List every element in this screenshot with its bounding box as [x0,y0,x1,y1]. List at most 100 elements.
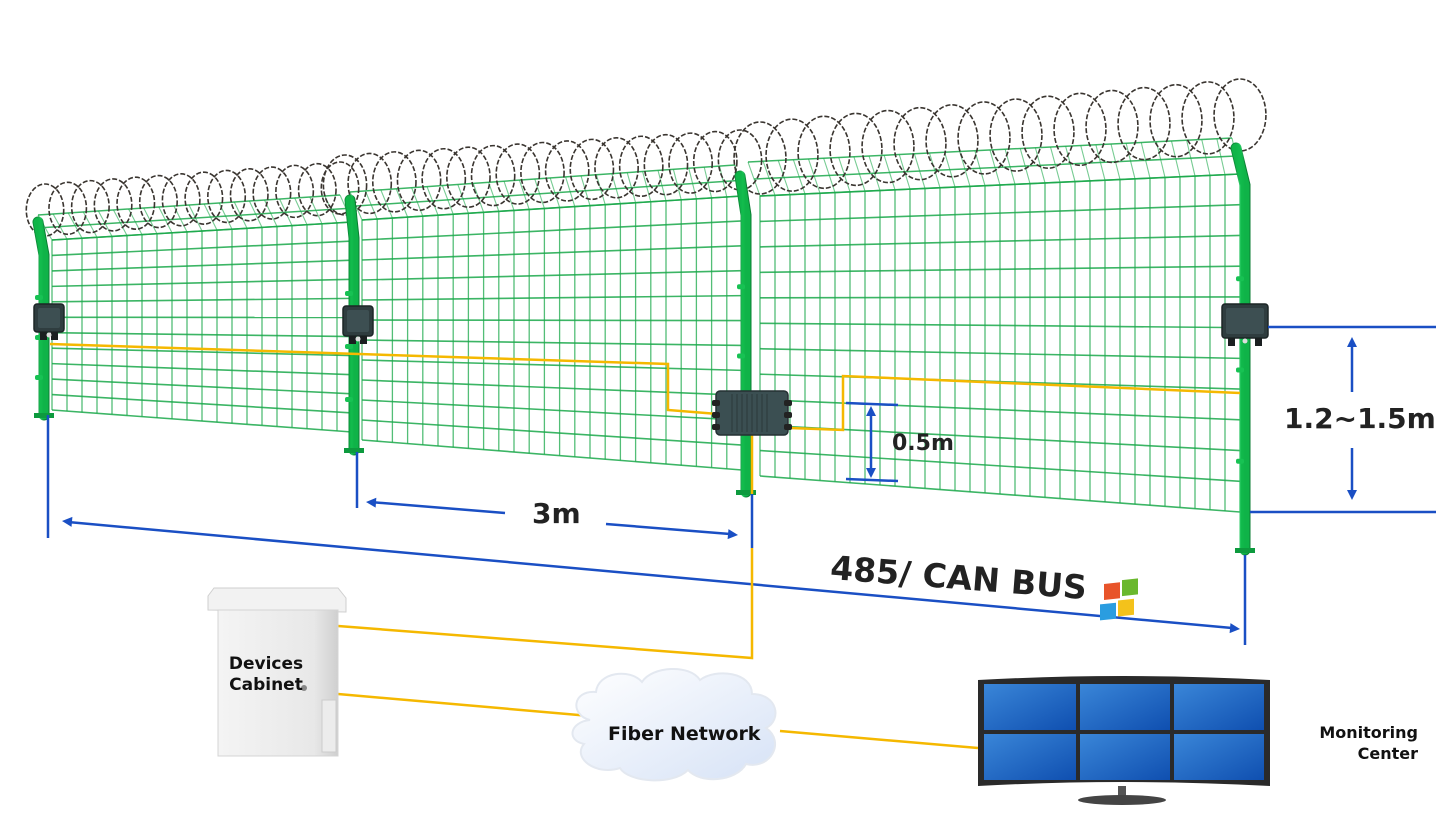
dimension-3m-left [370,502,505,513]
post-clip [1236,459,1244,464]
razor-wire-coil [1214,79,1266,151]
cable-gland [40,332,47,340]
mesh-horizontal [362,380,742,395]
razor-wire-coil [1150,85,1202,157]
screw [47,333,52,338]
video-wall-screen [984,684,1076,730]
post-shaft [1236,148,1245,550]
devices-cabinet-label: Devices Cabinet [226,654,306,696]
razor-wire-coil [1086,90,1138,162]
post-base [34,413,54,418]
video-wall-screen [1174,734,1264,780]
cable-offset-label: 0.5m [892,431,954,456]
post-clip [737,354,745,359]
logo-red [1104,582,1120,600]
span-length-label: 3m [532,497,581,530]
arrow-3m-right [728,529,738,539]
razor-wire [26,79,1266,236]
razor-wire-coil [1182,82,1234,154]
razor-wire-coil [926,105,978,177]
cabinet-handle [322,700,336,752]
razor-wire-coil [798,116,850,188]
monitor-label-line2: Center [1296,743,1418,764]
video-wall-screen [1174,684,1264,730]
post-clip [345,397,353,402]
post-clip [345,344,353,349]
screw [356,337,361,342]
sensor-cable-left [50,344,718,414]
dimension-05-top [846,403,898,405]
sensor-lid [1226,308,1264,334]
video-wall-screen [984,734,1076,780]
monitor-stand-base [1078,795,1166,805]
arrow-bus-right [1230,623,1240,633]
fence-panels [38,138,1240,512]
cabinet-roof [208,588,346,612]
post-clip [737,284,745,289]
junction-box-gland [784,400,792,406]
arrow-bus-left [62,517,72,527]
junction-box [712,391,792,435]
arrow-height-up [1347,337,1357,347]
fence-panel [748,138,1240,512]
mesh-horizontal [748,138,1232,162]
post-base [1235,548,1255,553]
arrow-05-up [866,406,876,416]
post-clip [1236,276,1244,281]
cable-network-to-monitor [780,731,978,748]
sensor-lid [38,308,60,328]
mesh-horizontal [362,360,742,370]
junction-box-gland [712,412,720,418]
fence-sensor-3 [1222,304,1268,346]
cabinet-label-line2: Cabinet [226,675,306,696]
junction-box-gland [784,424,792,430]
fence-post [1235,148,1255,553]
cable-cabinet-to-network [338,694,590,716]
logo-green [1122,578,1138,596]
post-clip [35,375,43,380]
mesh-horizontal [362,296,742,300]
dimension-3m-right [606,524,730,534]
sensor-height-label: 1.2~1.5m [1284,402,1436,435]
cable-gland [51,332,58,340]
mesh-horizontal [350,165,735,192]
junction-box-gland [712,424,720,430]
sensor-lid [347,310,369,332]
mesh-horizontal [362,440,742,470]
post-clip [345,291,353,296]
cable-gland [360,336,367,344]
logo-yellow [1118,599,1134,617]
fence-sensor-2 [343,306,373,344]
razor-wire-coil [276,165,313,217]
razor-wire-coil [990,99,1042,171]
arrow-3m-left [366,498,376,508]
cable-gland [349,336,356,344]
arrow-05-down [866,468,876,478]
mesh-horizontal [362,271,742,280]
screw [1243,339,1248,344]
razor-wire-coil [766,119,818,191]
fence-panel [38,195,352,432]
junction-box-gland [784,412,792,418]
cable-gland [1228,338,1235,346]
mesh-horizontal [362,221,742,240]
razor-wire-coil [1022,96,1074,168]
mesh-horizontal [760,297,1240,298]
monitoring-center-video-wall [978,578,1270,805]
fiber-network-label: Fiber Network [608,723,760,745]
arrow-height-down [1347,490,1357,500]
sensor-cable [50,344,1240,494]
network-components [208,548,1270,805]
dimension-05-bottom [846,479,898,481]
razor-wire-coil [1118,88,1170,160]
razor-wire-coil [894,108,946,180]
post-clip [35,295,43,300]
monitoring-center-label: Monitoring Center [1296,722,1418,764]
post-clip [1236,368,1244,373]
video-wall-screen [1080,684,1170,730]
fence-panel [350,165,742,470]
video-wall-screen [1080,734,1170,780]
post-base [344,448,364,453]
